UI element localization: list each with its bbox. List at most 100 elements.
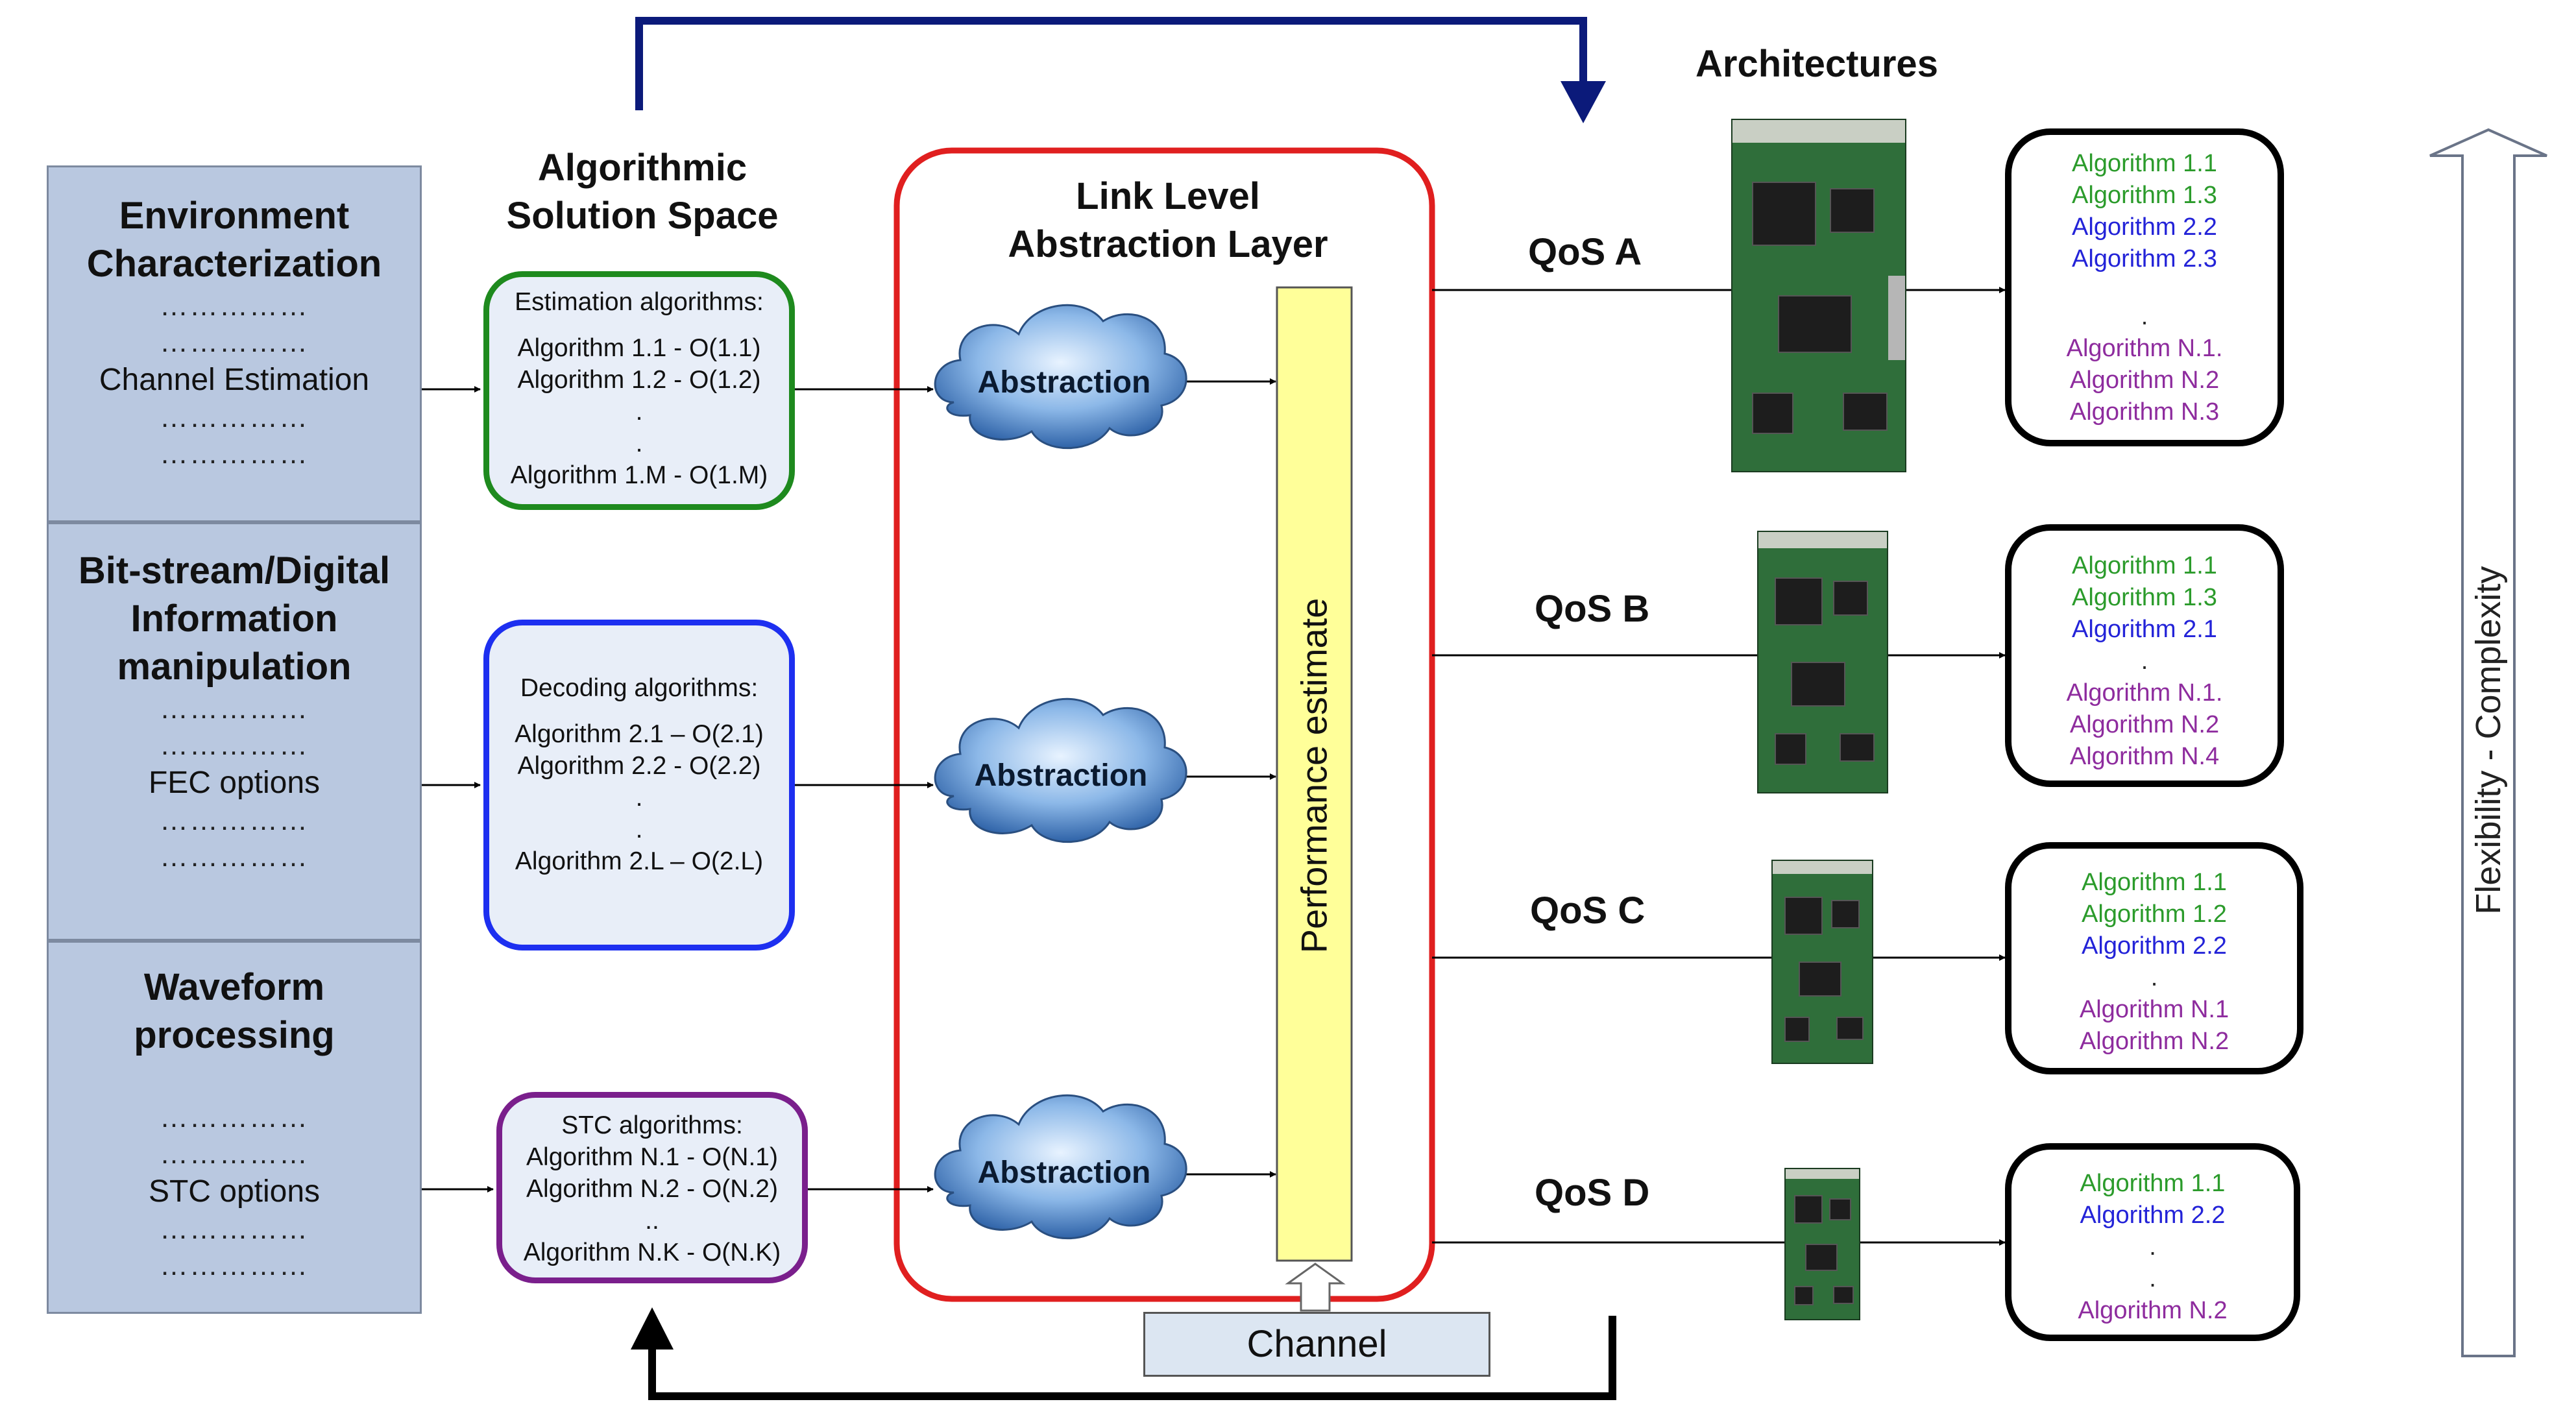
algorithm-line: . xyxy=(635,398,643,426)
qos-c-label: QoS C xyxy=(1530,890,1646,932)
qos-algorithm-line: Algorithm 1.1 xyxy=(2072,150,2217,177)
top-feedback-arrowhead xyxy=(1561,81,1606,123)
env-label-stc-options: STC options xyxy=(148,1174,321,1209)
bottom-feedback-arrowhead xyxy=(631,1307,674,1350)
env-dots: …………… xyxy=(160,438,309,470)
abstraction-cloud-1 xyxy=(934,304,1187,450)
qos-algorithm-line: Algorithm N.2 xyxy=(2079,1028,2230,1055)
abstraction-label-1: Abstraction xyxy=(977,365,1151,400)
algorithm-line: STC algorithms: xyxy=(561,1111,743,1139)
qos-algorithm-line: Algorithm N.1. xyxy=(2066,335,2223,362)
qos-algorithm-line: Algorithm 2.1 xyxy=(2072,616,2217,643)
qos-d-label: QoS D xyxy=(1535,1172,1650,1214)
qos-algorithm-line: Algorithm 2.2 xyxy=(2072,213,2217,241)
flexibility-arrow xyxy=(2429,128,2547,1357)
env-dots: …………… xyxy=(160,326,309,358)
env-title-3a: Waveform xyxy=(143,966,325,1008)
stc-algorithms-box: STC algorithms: Algorithm N.1 - O(N.1) Alg… xyxy=(496,1092,808,1283)
env-dots: …………… xyxy=(160,805,309,836)
algorithm-line xyxy=(489,318,789,332)
channel-up-arrow xyxy=(1285,1263,1346,1312)
algorithm-line: Algorithm 1.M - O(1.M) xyxy=(510,461,768,489)
qos-algorithm-line: . xyxy=(2150,964,2158,991)
algorithm-line: .. xyxy=(645,1207,659,1235)
algorithm-line: . xyxy=(635,430,643,457)
performance-estimate-label: Performance estimate xyxy=(1293,598,1335,954)
env-dots: …………… xyxy=(160,841,309,873)
bottom-feedback-arrow xyxy=(648,1316,1616,1400)
env-dots: …………… xyxy=(160,290,309,322)
qos-algorithm-line: Algorithm N.3 xyxy=(2069,398,2220,426)
qos-algorithm-line xyxy=(2011,275,2278,301)
qos-algorithm-line: . xyxy=(2141,303,2148,330)
qos-algorithm-line: Algorithm 1.2 xyxy=(2082,901,2227,928)
env-dots: …………… xyxy=(160,1138,309,1170)
algorithm-line: . xyxy=(635,816,643,843)
env-dots: …………… xyxy=(160,693,309,725)
abstraction-label-3: Abstraction xyxy=(977,1156,1151,1190)
solution-space-line1: Algorithmic xyxy=(537,147,747,189)
env-title-3b: processing xyxy=(134,1014,335,1056)
qos-algorithm-line: Algorithm 1.3 xyxy=(2072,182,2217,209)
env-dots: …………… xyxy=(160,1213,309,1245)
qos-algorithm-line: Algorithm N.1. xyxy=(2066,679,2223,707)
environment-section-2: Bit-stream/Digital Information manipulat… xyxy=(47,522,422,941)
qos-b-label: QoS B xyxy=(1535,588,1650,630)
qos-algorithm-line: . xyxy=(2141,648,2148,675)
qos-algorithm-line: Algorithm N.1 xyxy=(2079,996,2230,1023)
algorithm-line: Algorithm N.1 - O(N.1) xyxy=(526,1143,778,1171)
env-dots: …………… xyxy=(160,729,309,761)
qos-a-label: QoS A xyxy=(1528,231,1642,273)
env-label-fec-options: FEC options xyxy=(148,766,321,800)
algorithm-line: Algorithm N.2 - O(N.2) xyxy=(526,1175,778,1203)
abstraction-cloud-2 xyxy=(934,697,1187,843)
qos-algorithm-line: Algorithm N.2 xyxy=(2069,711,2220,738)
env-title-2a: Bit-stream/Digital xyxy=(78,550,391,592)
algorithm-line: Algorithm 1.2 - O(1.2) xyxy=(517,366,761,394)
solution-space-header: Algorithmic Solution Space xyxy=(493,144,792,240)
link-level-header: Link Level Abstraction Layer xyxy=(973,173,1363,269)
qos-algorithm-line: Algorithm 1.1 xyxy=(2072,552,2217,579)
env-title-2c: manipulation xyxy=(117,646,352,688)
algorithm-line: Decoding algorithms: xyxy=(520,674,759,702)
qos-algorithm-line: Algorithm 1.1 xyxy=(2080,1170,2226,1197)
env-dots: …………… xyxy=(160,1250,309,1281)
env-label-channel-estimation: Channel Estimation xyxy=(99,363,370,397)
algorithm-line: Algorithm N.K - O(N.K) xyxy=(523,1239,781,1266)
qos-algorithm-line: . xyxy=(2149,1265,2156,1292)
link-level-line2: Abstraction Layer xyxy=(1008,223,1328,265)
env-title-1a: Environment xyxy=(119,195,350,237)
qos-algorithm-line: Algorithm N.4 xyxy=(2069,743,2220,770)
channel-box: Channel xyxy=(1143,1312,1490,1377)
algorithm-line: Algorithm 2.1 – O(2.1) xyxy=(515,720,764,748)
qos-algorithm-line: Algorithm N.2 xyxy=(2069,367,2220,394)
algorithm-line: . xyxy=(635,784,643,812)
algorithm-line: Algorithm 1.1 - O(1.1) xyxy=(517,334,761,362)
abstraction-cloud-3 xyxy=(934,1094,1187,1240)
abstraction-label-2: Abstraction xyxy=(974,758,1148,793)
algorithm-line: Estimation algorithms: xyxy=(515,288,764,316)
decoding-algorithms-box: Decoding algorithms: Algorithm 2.1 – O(2.… xyxy=(483,620,795,950)
qos-algorithm-line: . xyxy=(2149,1233,2156,1261)
qos-algorithm-line: Algorithm 1.1 xyxy=(2082,869,2227,896)
flexibility-complexity-label: Flexibility - Complexity xyxy=(2469,566,2508,915)
algorithm-line: Algorithm 2.2 - O(2.2) xyxy=(517,752,761,780)
environment-section-3: Waveform processing …………… …………… STC opti… xyxy=(47,941,422,1314)
channel-label: Channel xyxy=(1246,1323,1387,1365)
link-level-line1: Link Level xyxy=(1076,175,1260,217)
architecture-board-c xyxy=(1771,860,1873,1064)
qos-algorithm-line: Algorithm 2.2 xyxy=(2080,1202,2226,1229)
env-title-1b: Characterization xyxy=(86,243,382,285)
qos-algorithm-line: Algorithm 1.3 xyxy=(2072,584,2217,611)
estimation-algorithms-box: Estimation algorithms: Algorithm 1.1 - O(… xyxy=(483,271,795,510)
solution-space-line2: Solution Space xyxy=(506,195,779,237)
architecture-board-a xyxy=(1731,119,1906,472)
algorithm-line: Algorithm 2.L – O(2.L) xyxy=(515,847,764,875)
qos-algorithm-line: Algorithm N.2 xyxy=(2078,1297,2228,1324)
